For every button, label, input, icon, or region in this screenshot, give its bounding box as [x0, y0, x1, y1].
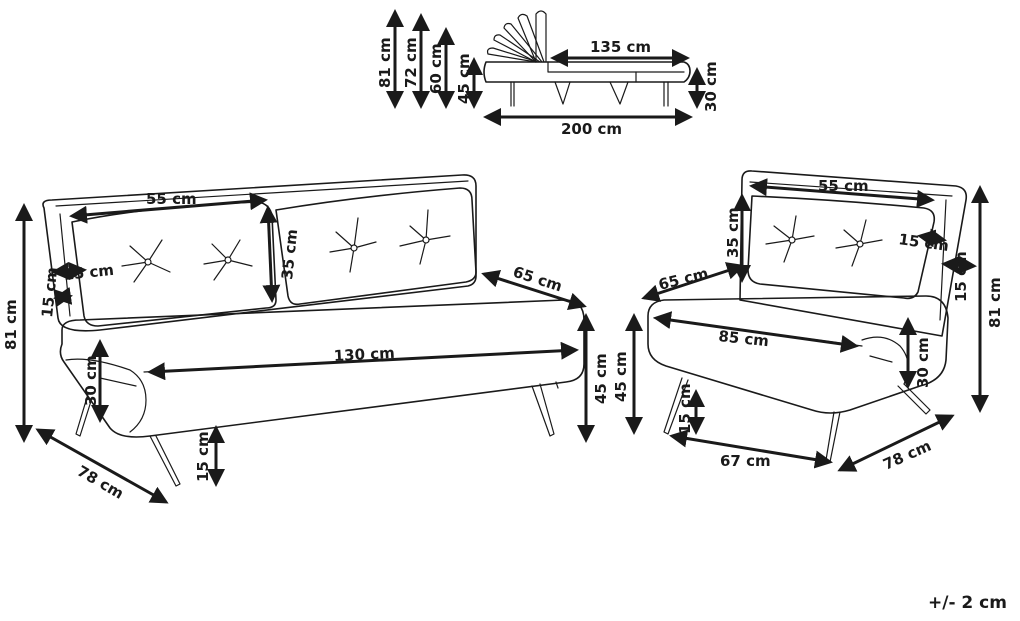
backrest-pos-2 [517, 13, 545, 63]
chair-label-15cm-a: 15 cm [897, 230, 950, 255]
chair-arm-roll [861, 336, 909, 385]
sofa-tufts [121, 209, 451, 283]
backrest-pos-3 [503, 22, 543, 63]
chair-legs [663, 377, 931, 463]
chair-label-35cm: 35 cm [724, 207, 742, 258]
chair-label-65cm: 65 cm [657, 264, 710, 294]
tolerance-note: +/- 2 cm [928, 593, 1007, 613]
sofa-label-130cm: 130 cm [333, 344, 395, 365]
chair-tufts [765, 215, 883, 267]
chair-label-30cm: 30 cm [914, 337, 932, 388]
sofa-cushion-right [275, 187, 477, 306]
top-profile-view: 81 cm 72 cm 60 cm 45 cm 135 cm 30 cm 200… [376, 9, 720, 138]
backrest-pos-4 [493, 34, 541, 63]
sofa-view: 55 cm 35 cm 15 cm 15 cm 65 cm 81 cm 30 c… [2, 174, 610, 504]
label-81cm: 81 cm [376, 37, 394, 88]
label-30cm: 30 cm [702, 61, 720, 112]
sofa-label-15cm-b: 15 cm [38, 266, 61, 318]
seat-top [547, 61, 685, 73]
chair-view: 55 cm 35 cm 15 cm 15 cm 65 cm 85 cm 81 c… [612, 170, 1004, 474]
sofa-label-55cm: 55 cm [146, 190, 197, 208]
chair-backrest [739, 170, 968, 337]
sofa-label-81cm: 81 cm [2, 299, 20, 350]
sofa-label-15cm-a: 15 cm [63, 261, 115, 284]
chair-label-55cm: 55 cm [818, 177, 869, 195]
label-45cm: 45 cm [455, 53, 473, 104]
label-200cm: 200 cm [561, 120, 622, 138]
chair-label-78cm: 78 cm [880, 437, 934, 474]
chair-label-15cm-leg: 15 cm [676, 383, 694, 434]
sofa-label-45cm: 45 cm [592, 353, 610, 404]
sofa-label-15cm-leg: 15 cm [194, 431, 212, 482]
sofa-legs [75, 381, 559, 487]
chair-label-45cm: 45 cm [612, 351, 630, 402]
sofa-seat [59, 299, 585, 438]
legs [510, 81, 669, 107]
chair-label-85cm: 85 cm [718, 327, 770, 350]
backrest-positions [535, 10, 547, 63]
label-72cm: 72 cm [402, 37, 420, 88]
backrest-pos-5 [486, 47, 539, 63]
sofa-label-78cm: 78 cm [74, 462, 127, 503]
chair-label-15cm-b: 15 cm [952, 251, 970, 302]
sofa-backrest [42, 174, 477, 332]
label-135cm: 135 cm [590, 38, 651, 56]
chair-label-67cm: 67 cm [720, 452, 771, 470]
label-60cm: 60 cm [427, 43, 445, 94]
chair-label-81cm: 81 cm [986, 277, 1004, 328]
sofa-label-30cm: 30 cm [82, 355, 100, 406]
sofa-label-35cm: 35 cm [278, 228, 301, 280]
